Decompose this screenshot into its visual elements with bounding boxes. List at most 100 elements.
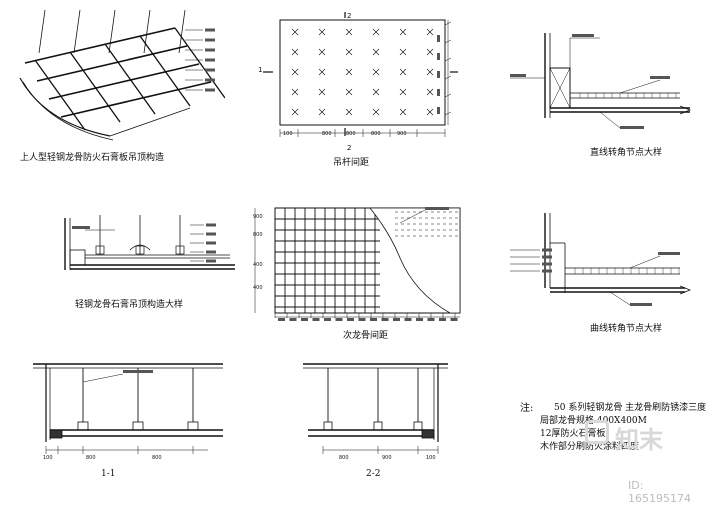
cross-runner: [34, 59, 86, 131]
hanger-cross: [372, 68, 380, 76]
leader-note-mark: [206, 223, 216, 227]
plan-section-bottom: 2: [347, 144, 352, 152]
hanger-cross: [345, 48, 353, 56]
notes-line-3: 12厚防火石膏板: [540, 429, 606, 439]
hanger-cross: [318, 108, 326, 116]
hanger-cross: [372, 48, 380, 56]
leader-note-mark: [620, 126, 644, 129]
leader-note-mark: [206, 250, 216, 254]
leader-note-mark: [630, 303, 652, 306]
curved-edge: [22, 81, 114, 141]
iso-ceiling-drawing: [5, 8, 225, 148]
dim-mark: [404, 318, 412, 321]
dim-mark: [437, 53, 440, 60]
main-runner: [48, 63, 200, 100]
hanger-cross: [318, 88, 326, 96]
cross-runner: [139, 35, 191, 107]
dim-mark: [437, 89, 440, 96]
curved-edge: [19, 77, 111, 137]
leader-note-mark: [206, 259, 216, 263]
leader-note-mark: [205, 28, 215, 32]
dim-tick: [444, 57, 452, 62]
plan-dim-1: 800: [322, 131, 332, 137]
dim-mark: [450, 318, 458, 321]
hanger-cross: [291, 88, 299, 96]
grid-label-left: 900: [253, 214, 263, 220]
edge-straight-caption: 直线转角节点大样: [590, 148, 663, 158]
hanger-cross: [291, 108, 299, 116]
edge-block: [421, 429, 435, 439]
hanger-cross: [399, 108, 407, 116]
hanger-cross: [372, 28, 380, 36]
hanger-clip: [95, 245, 105, 255]
leader-note-mark: [542, 248, 552, 252]
break-mark: [679, 105, 692, 115]
hanger-cross: [399, 28, 407, 36]
plan-caption: 吊杆间距: [333, 158, 370, 168]
plan-dim-0: 100: [283, 131, 293, 137]
dim-mark: [416, 318, 423, 321]
watermark-id: ID: 165195174: [628, 479, 691, 505]
hanger-clip: [135, 245, 145, 255]
dim-mark: [437, 35, 440, 42]
hanger-cross: [318, 68, 326, 76]
wall-block: [69, 249, 86, 266]
plan-section-top: 2: [347, 12, 352, 20]
grid-caption: 次龙骨间距: [343, 331, 389, 341]
hanger-clip: [175, 245, 185, 255]
dim-mark: [393, 318, 400, 321]
leader-note-mark: [123, 370, 153, 373]
dim-mark: [439, 318, 446, 321]
grid-dim-left-1: 400: [253, 262, 263, 268]
dim-mark: [324, 318, 331, 321]
plan-drawing: [255, 10, 460, 160]
dim-mark: [437, 107, 440, 114]
plan-dim-4: 900: [397, 131, 407, 137]
cross-runner: [69, 51, 121, 123]
hanger-cross: [399, 88, 407, 96]
section-1-drawing: [28, 352, 228, 464]
dim-mark: [301, 318, 308, 321]
main-runner: [24, 27, 176, 64]
hanger-cross: [372, 108, 380, 116]
hanger-cross: [345, 28, 353, 36]
dim-mark: [370, 318, 377, 321]
hanger-cross: [372, 88, 380, 96]
dim-mark: [437, 71, 440, 78]
leader-note-mark: [510, 74, 526, 77]
leader-note-mark: [650, 76, 670, 79]
edge-block: [49, 429, 63, 439]
leader: [82, 373, 124, 383]
hanger-rod: [108, 9, 116, 54]
hanger-rod: [143, 9, 151, 54]
notes-line-1: 50 系列轻钢龙骨 主龙骨刷防锈漆三度: [554, 403, 707, 413]
hanger-clip: [187, 421, 199, 431]
dim-tick: [444, 39, 452, 44]
dim-mark: [347, 318, 354, 321]
leader: [619, 79, 661, 94]
leader-note-mark: [425, 207, 449, 210]
dim-mark: [358, 318, 366, 321]
sec2-dim-2: 100: [426, 455, 436, 461]
hanger-clip: [323, 421, 333, 431]
leader-note-mark: [542, 269, 552, 273]
leader-note-mark: [572, 34, 594, 37]
leader-note-mark: [205, 58, 215, 62]
hanger-rod: [38, 9, 46, 54]
sec2-dim-0: 800: [339, 455, 349, 461]
curve-region: [369, 207, 461, 314]
hanger-cross: [426, 88, 434, 96]
edge-straight-drawing: [500, 28, 700, 138]
hanger-clip: [413, 421, 423, 431]
dim-mark: [278, 318, 285, 321]
hanger-cross: [426, 28, 434, 36]
leader-note-mark: [72, 226, 90, 229]
hanger-rod: [178, 9, 186, 54]
ceiling-detail-drawing: [40, 210, 240, 300]
leader: [629, 255, 661, 269]
leader-note-mark: [205, 78, 215, 82]
watermark-logo-icon: [585, 420, 609, 444]
dim-mark: [335, 318, 343, 321]
sec2-dim-1: 900: [382, 455, 392, 461]
hanger-cross: [318, 28, 326, 36]
